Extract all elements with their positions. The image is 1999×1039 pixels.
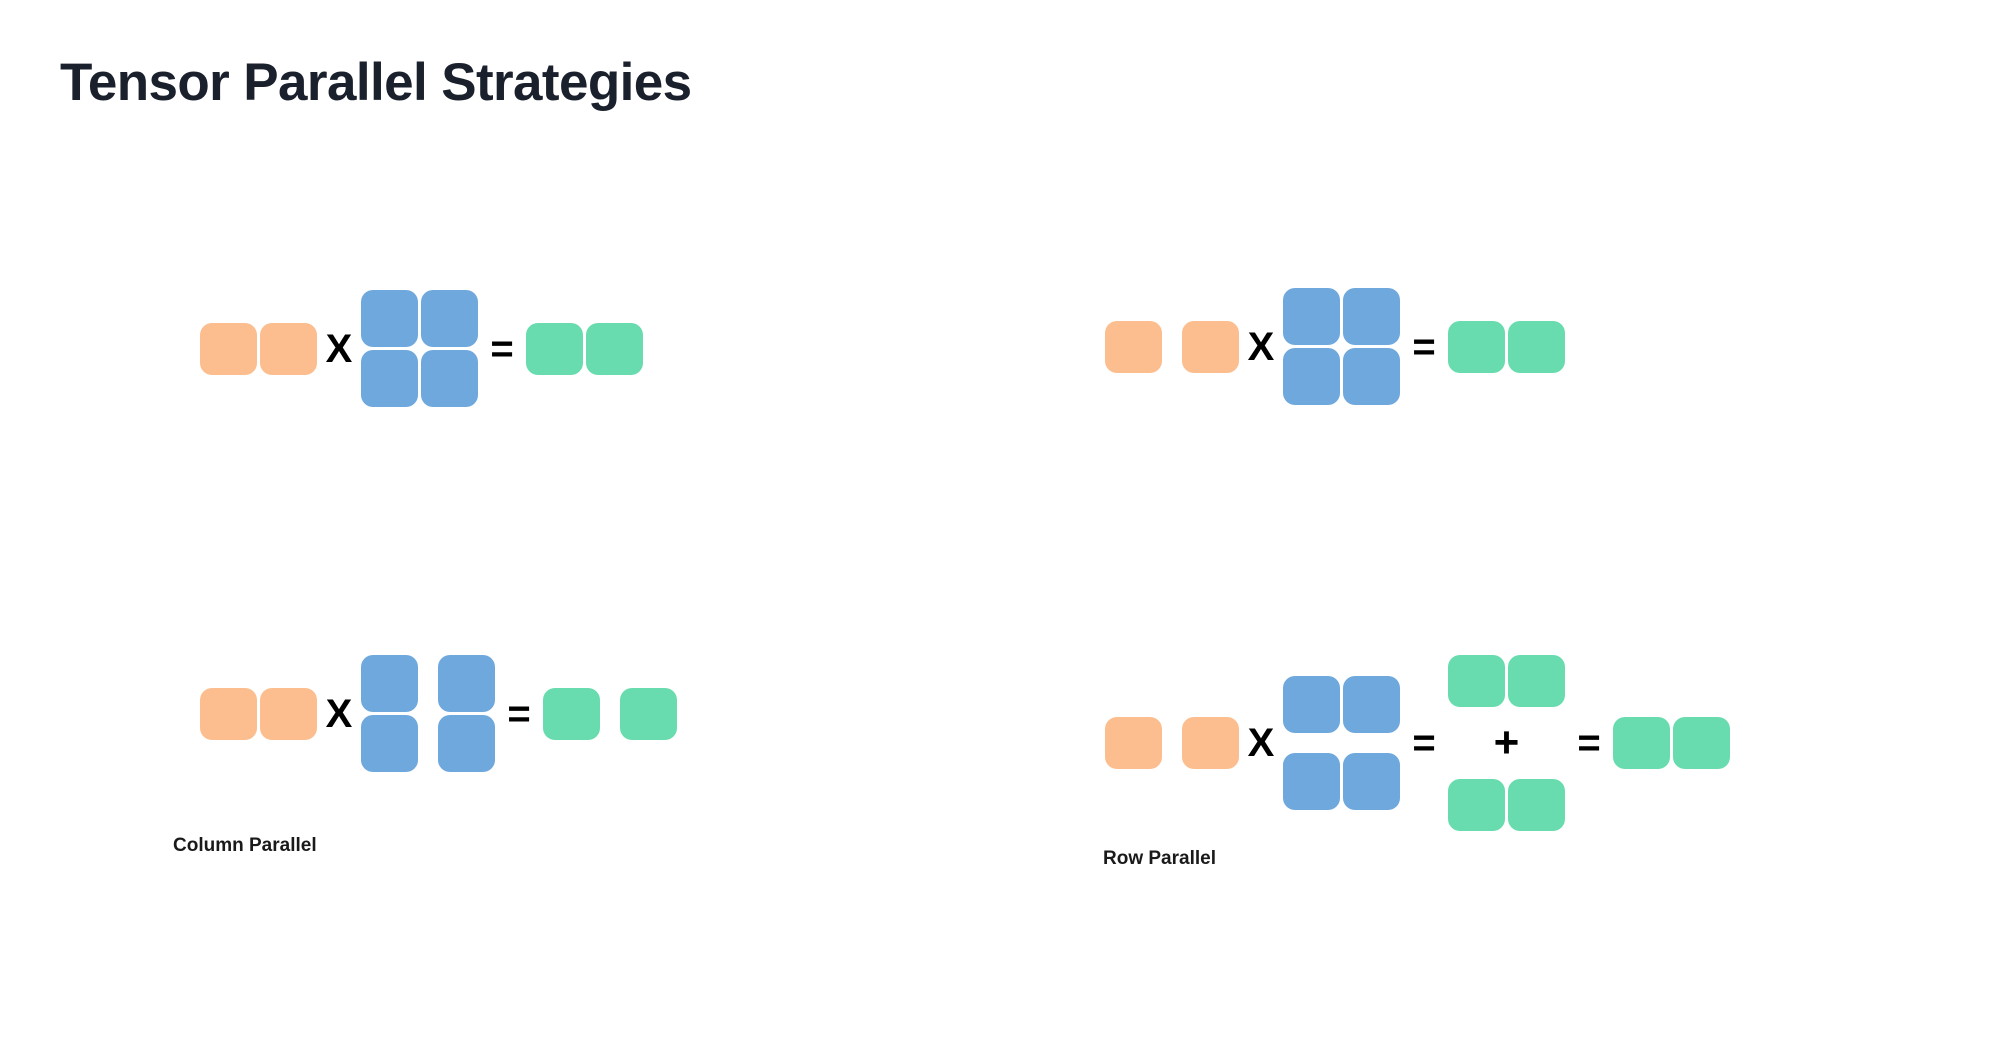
- weight-cell: [1283, 348, 1340, 405]
- weight-cell: [361, 290, 418, 347]
- output-matrix: [543, 687, 677, 740]
- input-activation-matrix: [200, 687, 317, 740]
- output-cell: [1448, 320, 1505, 373]
- diagram-column-parallel: X =: [200, 655, 677, 772]
- input-cell: [200, 687, 257, 740]
- diagram-reference-plain: X =: [200, 290, 643, 407]
- output-cell: [620, 687, 677, 740]
- multiply-operator: X: [325, 691, 353, 736]
- input-cell: [260, 322, 317, 375]
- output-cell: [526, 322, 583, 375]
- weight-cell: [361, 655, 418, 712]
- output-cell: [1673, 717, 1730, 769]
- input-activation-matrix: [1105, 320, 1239, 373]
- multiply-operator: X: [1247, 721, 1275, 765]
- equals-operator: =: [1412, 721, 1436, 765]
- weight-cell: [1343, 676, 1400, 733]
- weight-cell: [1343, 348, 1400, 405]
- weight-cell: [1343, 288, 1400, 345]
- output-matrix: [1448, 320, 1565, 373]
- output-cell: [586, 322, 643, 375]
- weight-cell: [438, 655, 495, 712]
- weight-cell: [1343, 753, 1400, 810]
- partial-output-cell: [1508, 655, 1565, 707]
- input-cell: [1105, 320, 1162, 373]
- weight-column-shard: [361, 655, 418, 772]
- caption-row-parallel: Row Parallel: [1103, 848, 1216, 869]
- weight-matrix: [361, 290, 478, 407]
- partial-sum-group: +: [1448, 655, 1565, 831]
- partial-output-matrix: [1448, 655, 1565, 707]
- weight-column-shard: [438, 655, 495, 772]
- input-cell: [1182, 320, 1239, 373]
- weight-matrix: [361, 655, 495, 772]
- plus-operator: +: [1493, 718, 1520, 767]
- input-cell: [1105, 717, 1162, 769]
- partial-output-matrix: [1448, 779, 1565, 831]
- input-activation-matrix: [1105, 717, 1239, 769]
- caption-column-parallel: Column Parallel: [173, 835, 317, 856]
- input-cell: [1182, 717, 1239, 769]
- page-title: Tensor Parallel Strategies: [60, 53, 692, 112]
- weight-cell: [421, 290, 478, 347]
- weight-row-shard: [1283, 676, 1400, 733]
- partial-output-cell: [1448, 779, 1505, 831]
- output-cell: [1613, 717, 1670, 769]
- multiply-operator: X: [1247, 324, 1275, 369]
- weight-cell: [361, 350, 418, 407]
- output-cell: [1508, 320, 1565, 373]
- equals-operator: =: [1577, 721, 1601, 765]
- input-cell: [200, 322, 257, 375]
- output-matrix: [526, 322, 643, 375]
- input-activation-matrix: [200, 322, 317, 375]
- output-matrix: [1613, 717, 1730, 769]
- equals-operator: =: [507, 691, 531, 736]
- diagram-reference-sharded-input: X =: [1105, 288, 1565, 405]
- partial-output-cell: [1448, 655, 1505, 707]
- weight-matrix: [1283, 288, 1400, 405]
- weight-cell: [1283, 288, 1340, 345]
- weight-cell: [1283, 753, 1340, 810]
- weight-cell: [361, 715, 418, 772]
- weight-row-shard: [1283, 753, 1400, 810]
- input-cell: [260, 687, 317, 740]
- equals-operator: =: [1412, 324, 1436, 369]
- equals-operator: =: [490, 326, 514, 371]
- partial-output-cell: [1508, 779, 1565, 831]
- multiply-operator: X: [325, 326, 353, 371]
- output-cell: [543, 687, 600, 740]
- weight-cell: [421, 350, 478, 407]
- weight-cell: [1283, 676, 1340, 733]
- weight-matrix: [1283, 676, 1400, 810]
- diagram-row-parallel: X = + =: [1105, 655, 1730, 831]
- weight-cell: [438, 715, 495, 772]
